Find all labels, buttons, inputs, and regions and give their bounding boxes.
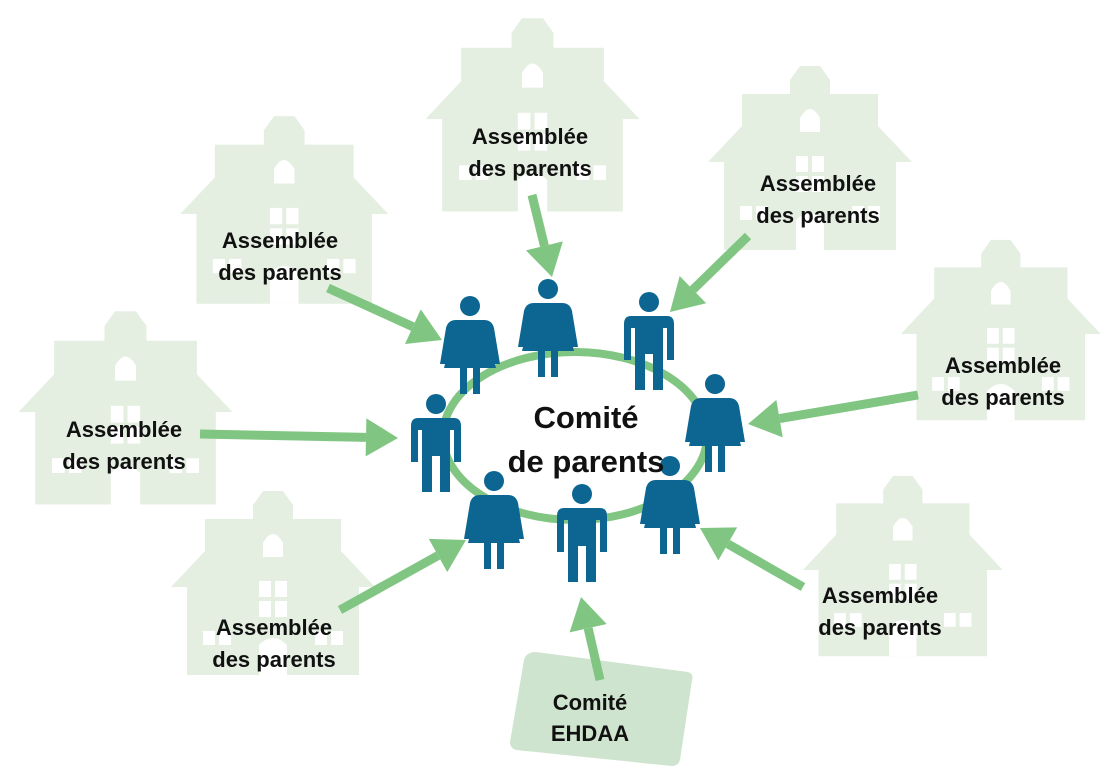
ehdaa-box <box>510 652 693 766</box>
arrow-head-icon <box>670 276 707 312</box>
arrow-shaft <box>725 540 806 591</box>
arrow-shaft <box>326 283 415 331</box>
assembly-label-top-right: Assemblée des parents <box>728 168 908 232</box>
assembly-line1: Assemblée <box>65 417 183 442</box>
ehdaa-line2: EHDAA <box>550 721 630 746</box>
arrow-head-icon <box>405 309 442 345</box>
assembly-line1: Assemblée <box>944 353 1062 378</box>
assembly-label-bottom-left: Assemblée des parents <box>184 612 364 676</box>
assembly-label-top: Assemblée des parents <box>440 121 620 185</box>
assembly-line2: des parents <box>468 156 592 181</box>
arrow-shaft <box>778 390 919 424</box>
assembly-line1: Assemblée <box>821 583 939 608</box>
center-line1: Comité <box>533 400 639 435</box>
ehdaa-layer <box>510 652 693 766</box>
assembly-line2: des parents <box>756 203 880 228</box>
center-line2: de parents <box>507 444 665 479</box>
arrow-head-icon <box>365 418 398 457</box>
arrow-head-icon <box>748 399 783 438</box>
assembly-line2: des parents <box>941 385 1065 410</box>
arrow-head-icon <box>525 241 563 277</box>
assembly-line1: Assemblée <box>759 171 877 196</box>
arrow-head-icon <box>569 597 607 633</box>
arrow-shaft <box>583 627 605 682</box>
arrow-head-icon <box>428 538 466 573</box>
assembly-line2: des parents <box>212 647 336 672</box>
arrow-head-icon <box>700 527 738 561</box>
assembly-label-top-left: Assemblée des parents <box>190 225 370 289</box>
arrow-shaft <box>337 551 441 614</box>
arrow-shaft <box>689 232 752 293</box>
assembly-label-right: Assemblée des parents <box>913 350 1093 414</box>
assembly-line1: Assemblée <box>221 228 339 253</box>
assembly-label-left: Assemblée des parents <box>34 414 214 478</box>
arrow-shaft <box>199 429 367 442</box>
assembly-line2: des parents <box>818 615 942 640</box>
assembly-line2: des parents <box>62 449 186 474</box>
arrow-shaft <box>527 193 549 247</box>
assembly-label-bottom-right: Assemblée des parents <box>790 580 970 644</box>
center-committee-label: Comité de parents <box>491 396 681 484</box>
assembly-line1: Assemblée <box>215 615 333 640</box>
assembly-line1: Assemblée <box>471 124 589 149</box>
ehdaa-line1: Comité <box>552 690 628 715</box>
assembly-line2: des parents <box>218 260 342 285</box>
arrows-layer <box>199 193 919 682</box>
ehdaa-label: Comité EHDAA <box>520 687 660 749</box>
